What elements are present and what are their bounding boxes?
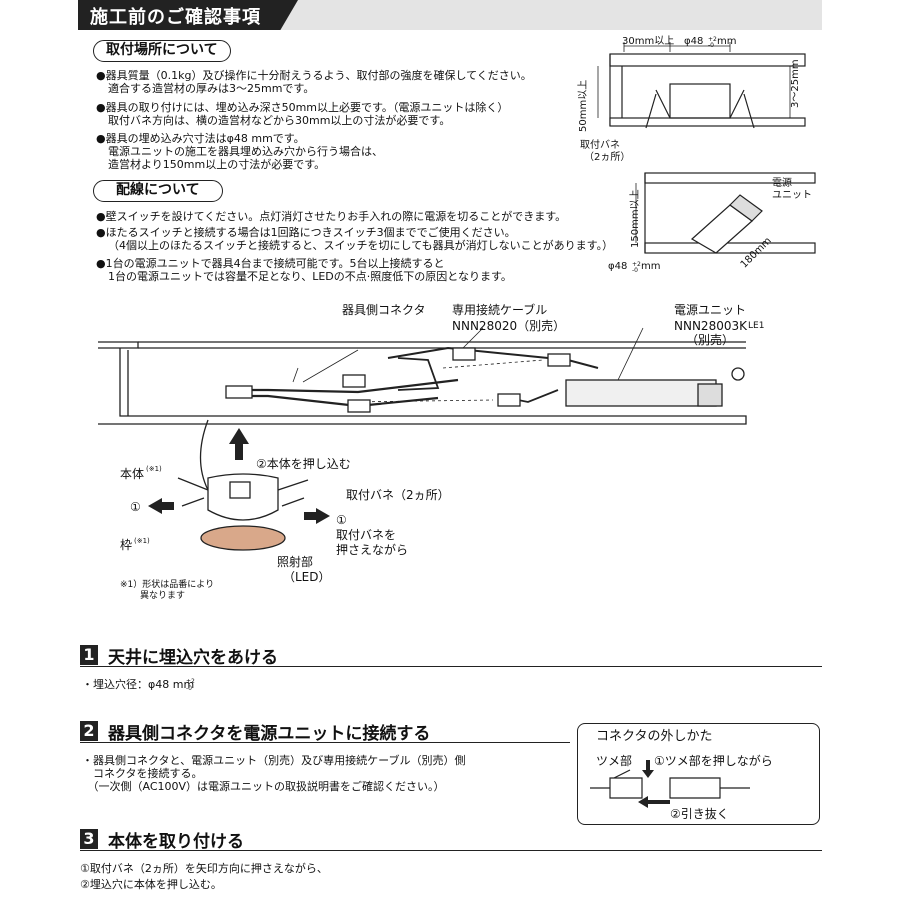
connector-box-title: コネクタの外しかた <box>596 729 713 744</box>
step-1-title: 天井に埋込穴をあける <box>108 648 278 668</box>
step-3-rule <box>80 850 822 851</box>
press-springs-1: ① <box>336 513 347 527</box>
step-2-number: 2 <box>80 721 98 741</box>
dim-30mm: 30mm以上 <box>622 36 675 47</box>
connector-tab-label: ツメ部 <box>596 754 633 768</box>
step-3-number: 3 <box>80 829 98 849</box>
dim-50mm: 50mm以上 <box>578 79 589 132</box>
body-label: 本体 <box>120 467 145 481</box>
frame-note: (※1) <box>134 537 150 545</box>
dim-3-25mm: 3～25mm <box>790 59 801 108</box>
press-springs-3: 押さえながら <box>336 543 409 557</box>
step-2-body-2: コネクタを接続する。 <box>82 767 203 780</box>
step-1-number: 1 <box>80 645 98 665</box>
led-label-1: 照射部 <box>277 555 314 569</box>
spring-label-2: （2ヵ所） <box>584 152 631 163</box>
power-unit-label-1: 電源 <box>772 178 792 189</box>
step-1-tol-plus: +2 <box>186 678 195 685</box>
led-label-2: （LED） <box>283 570 331 584</box>
circle-one-left: ① <box>130 500 141 514</box>
step-1-body: ・埋込穴径：φ48 mm <box>82 678 195 691</box>
unit-label-2: NNN28003K <box>674 319 747 333</box>
dim-150mm: 150mm以上 <box>630 189 641 248</box>
wiring-bullet-3a: ●1台の電源ユニットで器具4台まで接続可能です。5台以上接続すると <box>96 257 445 270</box>
wiring-bullet-2a: ●ほたるスイッチと接続する場合は1回路につきスイッチ3個まででご使用ください。 <box>96 226 516 239</box>
step-2-rule <box>80 742 570 743</box>
page-title: 施工前のご確認事項 <box>90 7 261 28</box>
step-1-rule <box>80 666 822 667</box>
mm-top: mm <box>717 36 737 47</box>
cable-label-1: 専用接続ケーブル <box>452 303 548 317</box>
push-in-label: ②本体を押し込む <box>256 457 351 471</box>
body-note: (※1) <box>146 465 162 473</box>
tol-plus-top: +2 <box>708 36 717 43</box>
mm-mid: mm <box>641 261 661 272</box>
spring-label: 取付バネ（2ヵ所） <box>346 488 450 502</box>
location-bullet-2a: ●器具の取り付けには、埋め込み深さ50mm以上必要です。（電源ユニットは除く） <box>96 101 509 114</box>
cable-label-2: NNN28020（別売） <box>452 319 566 333</box>
wiring-bullet-3b: 1台の電源ユニットでは容量不足となり、LEDの不点·照度低下の原因となります。 <box>108 270 512 283</box>
location-bullet-3b: 電源ユニットの施工を器具埋め込み穴から行う場合は、 <box>108 145 383 158</box>
step-1-tol-minus: -0 <box>186 685 192 692</box>
ceiling-section-diagram <box>597 42 806 129</box>
step-2-title: 器具側コネクタを電源ユニットに接続する <box>108 724 431 744</box>
step-2-body-3: （一次側（AC100V）は電源ユニットの取扱説明書をご確認ください。） <box>82 780 445 793</box>
connector-step-1: ①ツメ部を押しながら <box>654 754 773 768</box>
tol-plus-mid: +2 <box>632 261 641 268</box>
fixture-connector-label: 器具側コネクタ <box>342 303 426 317</box>
step-3-body-2: ②埋込穴に本体を押し込む。 <box>80 878 222 891</box>
press-springs-2: 取付バネを <box>336 528 397 542</box>
wiring-bullet-2b: （4個以上のほたるスイッチと接続すると、スイッチを切にしても器具が消灯しないこと… <box>108 239 614 252</box>
footnote-2: 異なります <box>140 591 186 601</box>
section-wiring-title: 配線について <box>93 180 223 202</box>
dim-48-mid: φ48 <box>608 261 628 272</box>
angled-install-diagram <box>635 172 816 254</box>
footnote-1: ※1）形状は品番により <box>120 580 215 590</box>
unit-label-3: LE1 <box>748 321 765 331</box>
connector-removal-box <box>577 723 820 825</box>
unit-label-4: （別売） <box>686 333 735 347</box>
power-unit-label-2: ユニット <box>772 190 812 201</box>
location-bullet-2b: 取付バネ方向は、横の造営材などから30mm以上の寸法が必要です。 <box>108 114 451 127</box>
tol-minus-top: -0 <box>708 42 714 49</box>
location-bullet-3a: ●器具の埋め込み穴寸法はφ48 mmです。 <box>96 132 305 145</box>
main-wiring-diagram <box>98 327 747 551</box>
unit-label-1: 電源ユニット <box>674 303 747 317</box>
connector-removal-diagram <box>590 760 750 808</box>
location-bullet-1b: 適合する造営材の厚みは3～25mmです。 <box>108 82 315 95</box>
location-bullet-1a: ●器具質量（0.1kg）及び操作に十分耐えうるよう、取付部の強度を確保してくださ… <box>96 69 532 82</box>
location-bullet-3c: 造営材より150mm以上の寸法が必要です。 <box>108 158 326 171</box>
dim-48-top: φ48 <box>684 36 704 47</box>
frame-label: 枠 <box>120 538 133 552</box>
step-3-title: 本体を取り付ける <box>108 832 244 852</box>
connector-step-2: ②引き抜く <box>670 807 729 821</box>
wiring-bullet-1: ●壁スイッチを設けてください。点灯消灯させたりお手入れの際に電源を切ることができ… <box>96 210 567 223</box>
step-3-body-1: ①取付バネ（2ヵ所）を矢印方向に押さえながら、 <box>80 862 328 875</box>
spring-label-1: 取付バネ <box>580 140 620 151</box>
header-tab <box>78 0 298 30</box>
tol-minus-mid: -0 <box>632 267 638 274</box>
section-location-title: 取付場所について <box>93 40 231 62</box>
step-2-body-1: ・器具側コネクタと、電源ユニット（別売）及び専用接続ケーブル（別売）側 <box>82 754 466 767</box>
